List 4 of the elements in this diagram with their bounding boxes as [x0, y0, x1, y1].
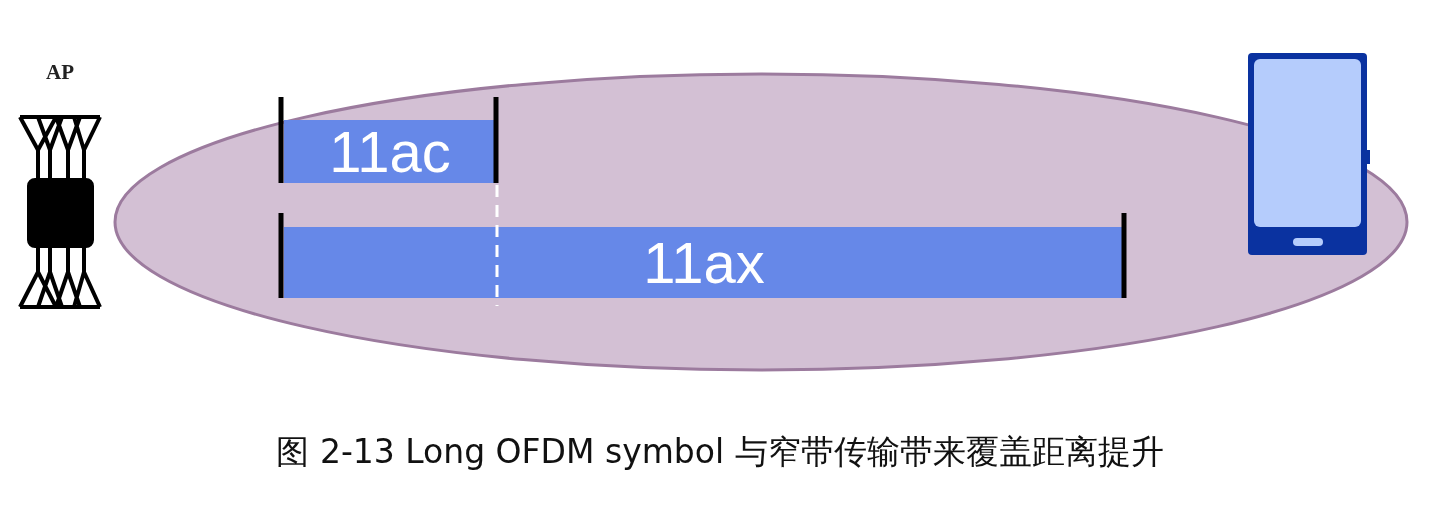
symbol-bar: 11ac	[284, 120, 496, 183]
device-label: AP	[45, 60, 75, 85]
symbol-bar: 11ax	[284, 227, 1124, 298]
figure-caption: 图 2-13 Long OFDM symbol 与窄带传输带来覆盖距离提升	[275, 431, 1165, 473]
